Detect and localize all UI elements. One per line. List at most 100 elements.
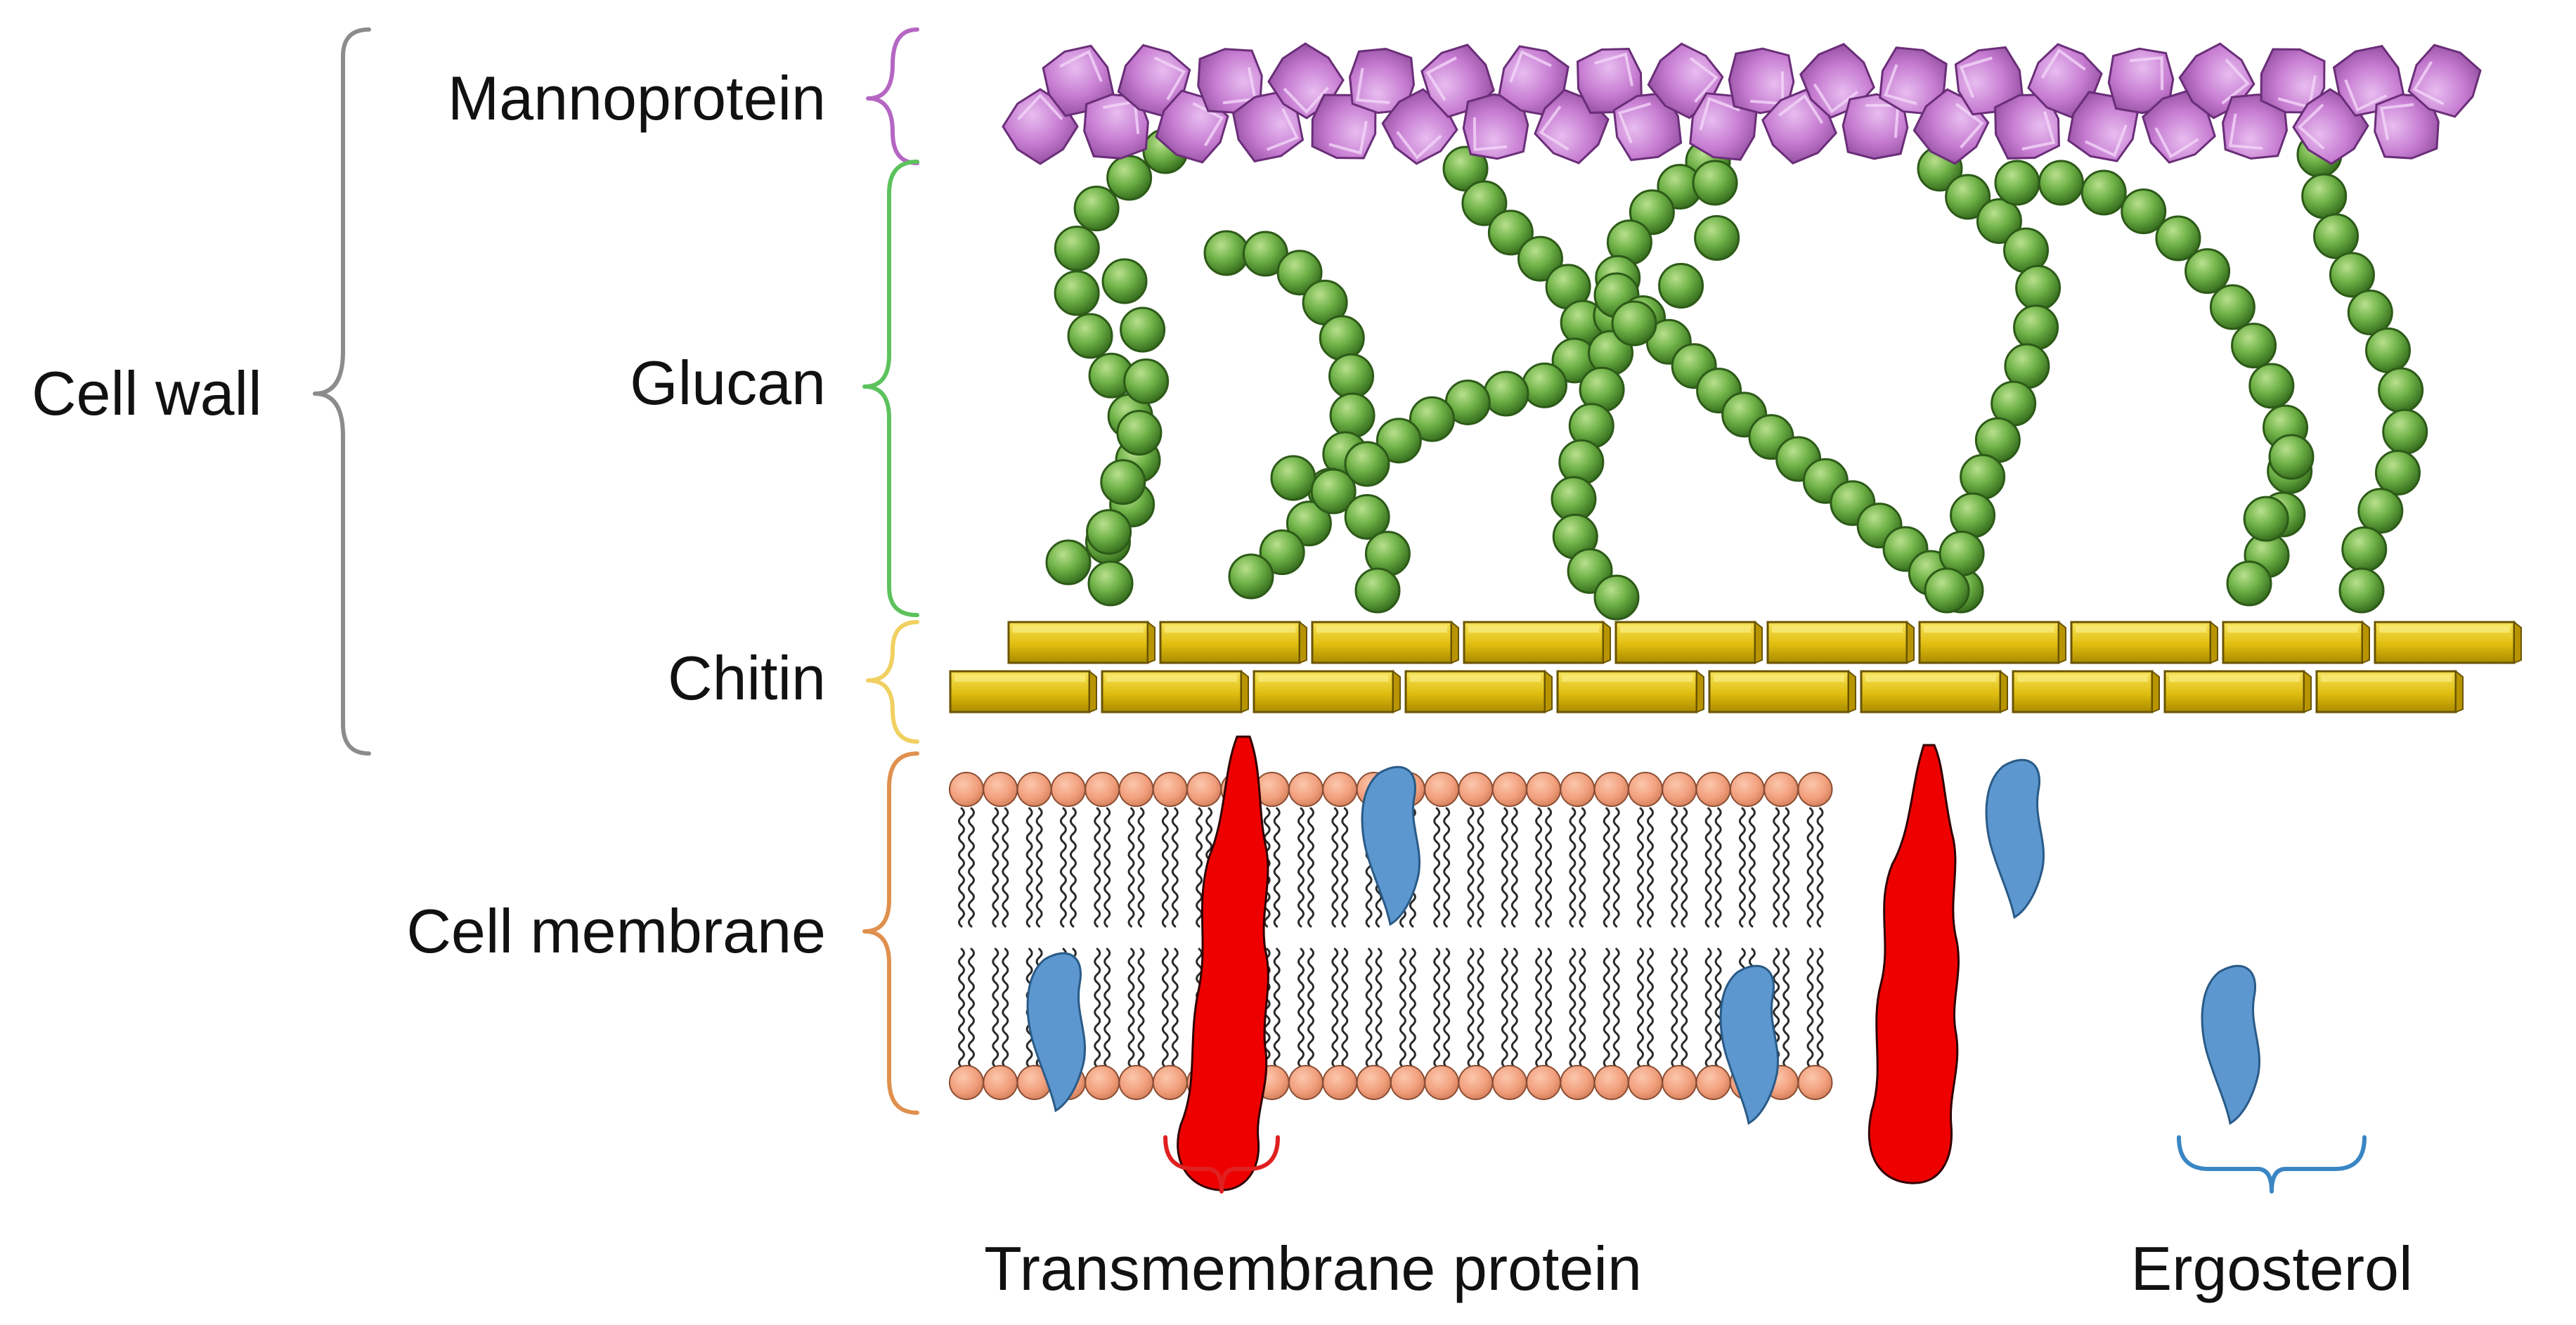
glucan-bead bbox=[2155, 215, 2201, 261]
glucan-chain bbox=[2296, 131, 2428, 614]
phospholipid-head bbox=[1593, 772, 1629, 807]
phospholipid-head bbox=[1356, 1065, 1392, 1100]
lipid-tail bbox=[1637, 948, 1644, 1068]
glucan-chain bbox=[2226, 434, 2315, 607]
phospholipid-head bbox=[949, 1065, 984, 1100]
lipid-tail bbox=[1331, 948, 1339, 1068]
brace-transmembrane-protein bbox=[1163, 1135, 1280, 1194]
chitin-brick bbox=[1614, 620, 1763, 664]
glucan-bead bbox=[2248, 363, 2295, 409]
lipid-tail bbox=[992, 807, 999, 928]
mannoprotein-unit bbox=[1577, 48, 1643, 114]
brace-mannoprotein bbox=[866, 27, 919, 165]
chitin-brick bbox=[2222, 620, 2370, 664]
lipid-tail bbox=[1171, 948, 1179, 1068]
chitin-brick bbox=[1918, 620, 2066, 664]
phospholipid-head bbox=[1288, 1065, 1323, 1100]
lipid-tail bbox=[1637, 807, 1644, 928]
lipid-tail bbox=[1467, 948, 1475, 1068]
phospholipid-head bbox=[1560, 772, 1596, 807]
phospholipid-head bbox=[1560, 1065, 1596, 1100]
glucan-bead bbox=[1101, 258, 1148, 304]
lipid-tail bbox=[1647, 948, 1654, 1068]
glucan-bead bbox=[1067, 313, 1113, 359]
phospholipid-head bbox=[1593, 1065, 1629, 1100]
lipid-tail bbox=[1569, 807, 1577, 928]
phospholipid-head bbox=[1729, 772, 1765, 807]
glucan-bead bbox=[1558, 439, 1605, 485]
lipid-tail bbox=[1603, 807, 1610, 928]
lipid-tail bbox=[1137, 948, 1145, 1068]
chitin-brick bbox=[1766, 620, 1915, 664]
glucan-bead bbox=[1259, 529, 1305, 576]
glucan-bead bbox=[1203, 230, 1250, 276]
glucan-chain bbox=[1344, 146, 1606, 487]
glucan-bead bbox=[1087, 560, 1134, 607]
lipid-tail bbox=[1341, 807, 1349, 928]
glucan-bead bbox=[1116, 410, 1163, 456]
lipid-tail bbox=[1681, 807, 1688, 928]
chitin-brick bbox=[2163, 669, 2312, 713]
lipid-tail bbox=[1704, 948, 1712, 1068]
ergosterol-molecules bbox=[1026, 758, 2260, 1125]
mannoprotein-layer bbox=[1002, 42, 2482, 165]
glucan-bead bbox=[1976, 198, 2022, 245]
label-cell-membrane: Cell membrane bbox=[406, 896, 826, 966]
phospholipid-head bbox=[1797, 772, 1833, 807]
glucan-bead bbox=[1328, 353, 1375, 399]
mannoprotein-unit bbox=[1612, 91, 1683, 162]
lipid-tail bbox=[1375, 948, 1383, 1068]
lipid-tail bbox=[1704, 807, 1712, 928]
lipid-tail bbox=[1569, 948, 1577, 1068]
lipid-tail bbox=[1025, 807, 1033, 928]
glucan-bead bbox=[2374, 449, 2421, 496]
phospholipid-head bbox=[1186, 772, 1222, 807]
glucan-bead bbox=[2015, 264, 2062, 311]
lipid-tail bbox=[1782, 948, 1790, 1068]
lipid-tail bbox=[1477, 948, 1484, 1068]
glucan-bead bbox=[1344, 493, 1390, 540]
lipid-tail bbox=[1816, 807, 1824, 928]
phospholipid-head bbox=[1424, 772, 1460, 807]
phospholipid-head bbox=[1662, 1065, 1697, 1100]
glucan-bead bbox=[2231, 323, 2277, 369]
chitin-brick bbox=[2012, 669, 2160, 713]
phospholipid-head bbox=[1016, 772, 1052, 807]
chitin-brick bbox=[1311, 620, 1459, 664]
lipid-tail bbox=[1773, 807, 1780, 928]
glucan-bead bbox=[2209, 284, 2255, 330]
label-glucan: Glucan bbox=[630, 348, 826, 418]
lipid-tail bbox=[1399, 948, 1406, 1068]
lipid-tail bbox=[1612, 948, 1620, 1068]
glucan-chain bbox=[1611, 160, 1740, 347]
glucan-bead bbox=[2347, 290, 2393, 336]
glucan-bead bbox=[1354, 567, 1401, 614]
glucan-bead bbox=[1692, 160, 1738, 206]
lipid-tail bbox=[1501, 807, 1508, 928]
phospholipid-head bbox=[1797, 1065, 1833, 1100]
transmembrane-protein-2 bbox=[1868, 744, 1960, 1184]
glucan-chain bbox=[1086, 258, 1170, 607]
lipid-tail bbox=[1806, 948, 1814, 1068]
mannoprotein-unit bbox=[2221, 93, 2289, 160]
glucan-bead bbox=[2329, 252, 2375, 298]
brace-cell-membrane bbox=[862, 751, 919, 1115]
lipid-tail bbox=[1196, 807, 1203, 928]
glucan-chain bbox=[1593, 272, 1984, 614]
phospholipid-head bbox=[1288, 772, 1323, 807]
lipid-tail bbox=[968, 807, 975, 928]
phospholipid-head bbox=[983, 772, 1018, 807]
phospholipid-head bbox=[1526, 772, 1562, 807]
glucan-bead bbox=[1228, 553, 1274, 600]
lipid-tail bbox=[1612, 807, 1620, 928]
chitin-brick bbox=[1556, 669, 1704, 713]
glucan-bead bbox=[1487, 209, 1534, 256]
ergosterol-molecule bbox=[1719, 964, 1779, 1125]
glucan-chain bbox=[1270, 455, 1411, 614]
phospholipid-head bbox=[983, 1065, 1018, 1100]
glucan-bead bbox=[1286, 500, 1332, 547]
lipid-tail bbox=[1714, 807, 1722, 928]
glucan-bead bbox=[1950, 492, 1996, 538]
phospholipid-head bbox=[1628, 772, 1663, 807]
